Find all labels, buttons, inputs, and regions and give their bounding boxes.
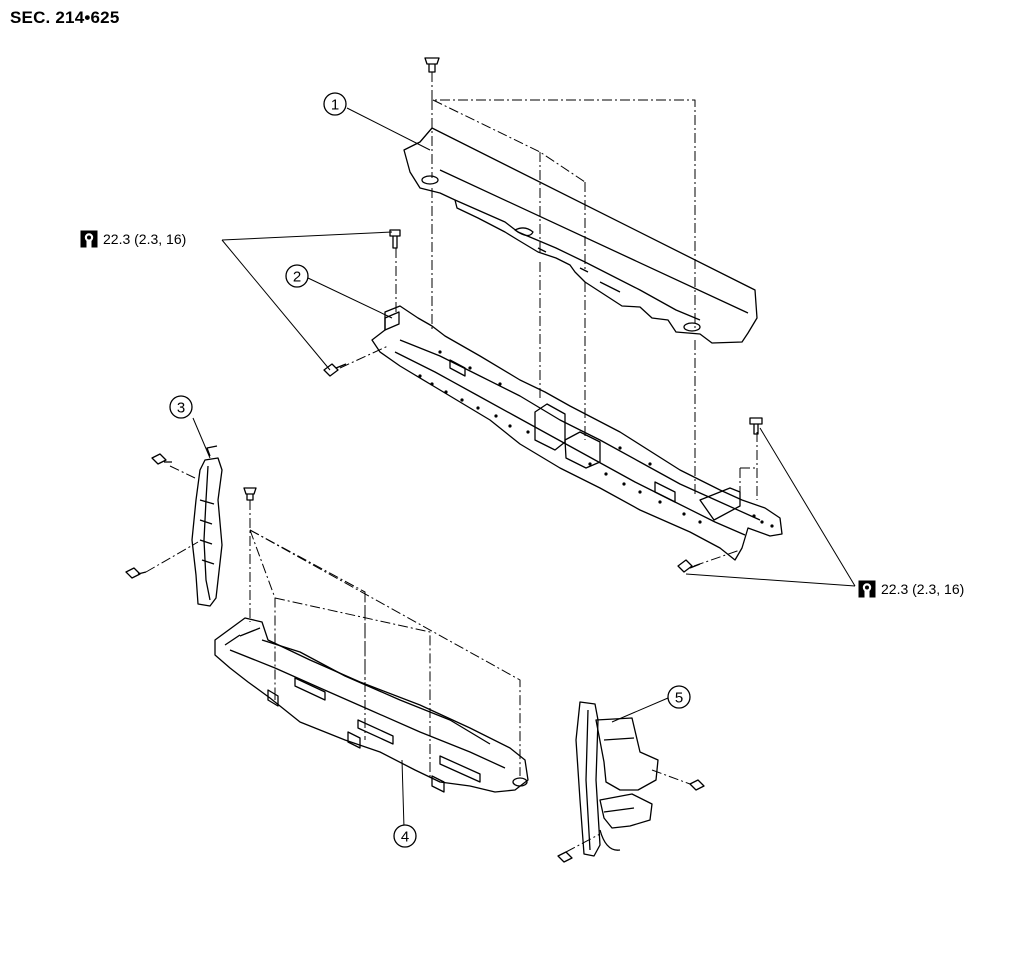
callouts: 1 2 3 4 5 xyxy=(169,92,691,848)
torque-value: 22.3 (2.3, 16) xyxy=(103,231,187,247)
torque-wrench-icon xyxy=(80,230,98,248)
torque-wrench-icon xyxy=(858,580,876,598)
callout-5: 5 xyxy=(667,685,691,709)
section-label: SEC. 214•625 xyxy=(10,8,120,27)
part-5-air-guide-right xyxy=(575,701,659,857)
torque-spec-left: 22.3 (2.3, 16) xyxy=(80,230,186,248)
torque-value: 22.3 (2.3, 16) xyxy=(881,581,965,597)
fasteners xyxy=(125,57,763,863)
callout-3-label: 3 xyxy=(177,400,185,417)
callout-5-label: 5 xyxy=(675,690,683,707)
assembly-lines xyxy=(145,72,758,853)
callout-2-label: 2 xyxy=(293,269,301,286)
callout-1-label: 1 xyxy=(331,97,339,114)
callout-4: 4 xyxy=(393,824,417,848)
torque-spec-right: 22.3 (2.3, 16) xyxy=(858,580,964,598)
leader-lines xyxy=(192,107,856,829)
callout-3: 3 xyxy=(169,395,193,419)
callout-1: 1 xyxy=(323,92,347,116)
part-4-air-guide-lower xyxy=(214,617,529,793)
callout-2: 2 xyxy=(285,264,309,288)
part-2-core-support-upper xyxy=(371,305,783,561)
part-1-upper-cover xyxy=(403,127,758,344)
part-3-air-guide-left xyxy=(191,445,223,607)
callout-4-label: 4 xyxy=(401,829,409,846)
